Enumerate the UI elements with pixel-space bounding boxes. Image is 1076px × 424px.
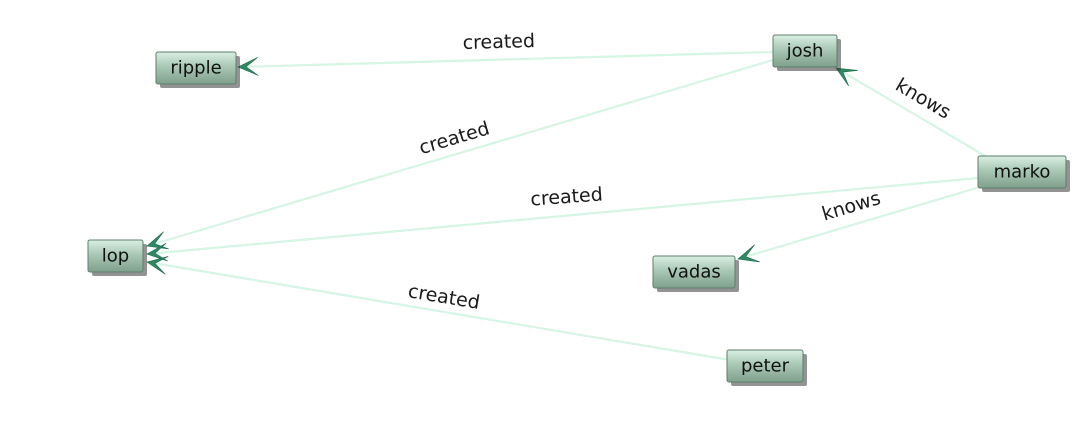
node-box[interactable] [726,349,804,383]
edge-peter-lop: created [146,256,731,362]
edge-label: created [530,183,604,210]
node-marko[interactable]: marko [977,155,1070,192]
node-lop[interactable]: lop [87,239,147,276]
edge-josh-lop: created [146,58,774,250]
edge-line [146,58,774,248]
node-label: vadas [667,262,721,283]
edges-layer: created created created created knows knows [146,30,993,362]
edge-marko-lop: created [146,176,979,262]
node-label: marko [994,162,1051,183]
edge-line [237,50,774,69]
node-box[interactable] [772,34,838,68]
node-josh[interactable]: josh [772,34,841,71]
node-peter[interactable]: peter [726,349,807,386]
edge-marko-josh: knows [835,67,993,161]
edge-label: created [416,117,492,159]
edge-label: knows [892,74,955,123]
node-box[interactable] [652,255,736,289]
node-ripple[interactable]: ripple [155,51,240,88]
arrowhead-icon [835,67,858,87]
node-label: ripple [170,58,221,79]
node-box[interactable] [87,239,144,273]
edge-line [146,176,979,256]
nodes-layer: ripple josh marko lop vadas peter [87,34,1070,386]
node-vadas[interactable]: vadas [652,255,739,292]
node-label: peter [741,356,790,377]
edge-label: created [462,30,535,54]
edge-line [146,260,731,362]
edge-line [835,67,993,161]
edge-line [737,185,981,261]
edge-marko-vadas: knows [737,185,981,263]
edge-josh-ripple: created [237,30,774,76]
arrowhead-icon [146,256,169,275]
arrowhead-icon [737,244,760,263]
edge-label: created [406,280,481,314]
arrowhead-icon [237,57,259,76]
node-label: josh [786,41,824,62]
arrowhead-icon [146,231,169,250]
node-label: lop [102,246,129,267]
node-box[interactable] [977,155,1067,189]
node-box[interactable] [155,51,237,85]
